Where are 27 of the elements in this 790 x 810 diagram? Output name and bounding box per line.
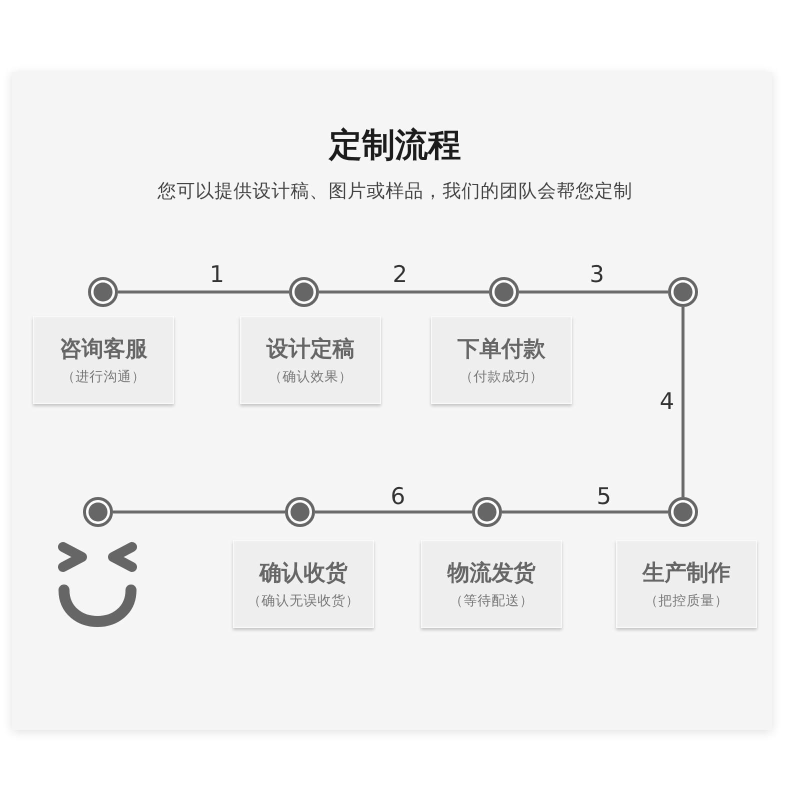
connector-line [682,307,684,497]
step-card [33,316,174,404]
connector-line [118,290,289,294]
connector-line [519,290,668,294]
connector-line [502,510,668,514]
step-card [233,540,374,628]
step-title: 下单付款 [458,336,546,364]
connector-line [319,290,489,294]
step-title: 咨询客服 [60,336,148,364]
step-card [421,540,562,628]
step-title: 物流发货 [448,560,536,588]
step-subtitle: （等待配送） [450,592,534,610]
diagram-title: 定制流程 [329,124,461,166]
step-subtitle: （确认无误收货） [248,592,360,610]
step-card [616,540,757,628]
step-card [431,316,572,404]
diagram-subtitle: 您可以提供设计稿、图片或样品，我们的团队会帮您定制 [158,180,632,204]
step-subtitle: （确认效果） [268,368,352,386]
connector-line [113,510,285,514]
step-title: 确认收货 [260,560,348,588]
step-subtitle: （把控质量） [644,592,728,610]
step-subtitle: （进行沟通） [62,368,146,386]
step-title: 设计定稿 [266,336,354,364]
step-card [240,316,381,404]
step-subtitle: （付款成功） [460,368,544,386]
step-title: 生产制作 [642,560,730,588]
connector-line [315,510,472,514]
